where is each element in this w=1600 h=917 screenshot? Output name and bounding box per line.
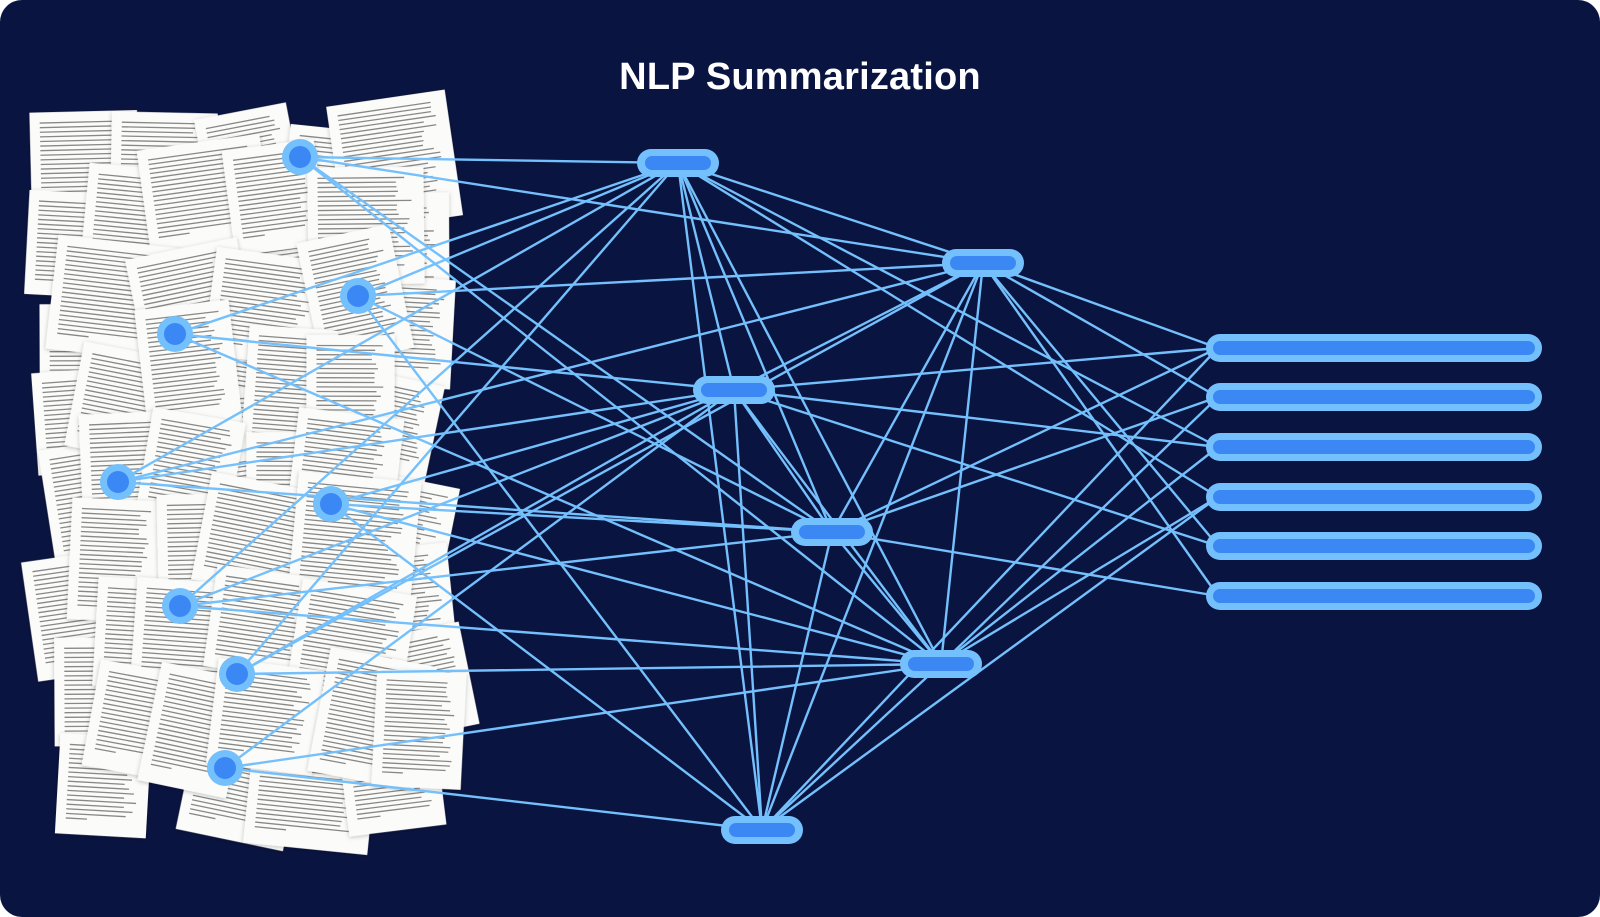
document-page — [206, 657, 325, 776]
input-node — [157, 316, 193, 352]
network-edge — [329, 502, 764, 832]
network-edge — [939, 445, 1220, 666]
network-edge — [760, 346, 1220, 832]
summary-output-bar — [1206, 483, 1542, 511]
network-edge — [732, 346, 1220, 392]
hidden-node — [693, 376, 775, 404]
input-node — [219, 656, 255, 692]
network-edge — [223, 766, 764, 832]
input-node — [207, 750, 243, 786]
network-edge — [329, 502, 943, 666]
network-edge — [830, 530, 1220, 598]
input-node — [340, 278, 376, 314]
network-edge — [173, 161, 680, 336]
summary-output-bar — [1206, 582, 1542, 610]
network-edge — [676, 161, 736, 392]
network-edge — [116, 161, 680, 484]
summary-output-bar — [1206, 383, 1542, 411]
network-edge — [298, 155, 985, 265]
summary-output-bar — [1206, 334, 1542, 362]
network-edge — [116, 388, 736, 484]
input-node — [313, 486, 349, 522]
network-edge — [760, 261, 985, 832]
network-edge — [732, 261, 985, 392]
network-edge — [732, 388, 764, 832]
network-edge — [235, 388, 736, 676]
input-node — [100, 464, 136, 500]
network-edge — [178, 388, 736, 608]
page-title: NLP Summarization — [619, 56, 981, 98]
hidden-node — [942, 249, 1024, 277]
network-edge — [939, 495, 1220, 666]
network-edge — [298, 155, 680, 165]
network-edge — [760, 495, 1220, 832]
network-edge — [760, 530, 834, 832]
network-edge — [356, 161, 680, 298]
hidden-node — [900, 650, 982, 678]
network-edge — [760, 662, 943, 832]
network-edge — [676, 161, 985, 265]
hidden-node — [637, 149, 719, 177]
network-edge — [830, 530, 943, 666]
network-edge — [116, 261, 985, 484]
network-edge — [939, 395, 1220, 666]
network-edge — [676, 161, 764, 832]
input-nodes — [100, 139, 376, 786]
network-edge — [178, 604, 943, 666]
network-edge — [676, 161, 1220, 499]
network-edge — [298, 155, 834, 534]
input-node — [282, 139, 318, 175]
network-edge — [732, 388, 1220, 548]
network-edge — [235, 261, 985, 676]
network-edge — [981, 261, 1220, 598]
document-page — [287, 471, 422, 609]
network-edge — [116, 480, 834, 534]
network-edge — [676, 161, 1220, 449]
network-edge — [235, 161, 680, 676]
network-edge — [981, 261, 1220, 399]
summary-output-bars — [1206, 334, 1542, 610]
summary-output-bar — [1206, 532, 1542, 560]
network-edge — [223, 662, 943, 770]
network-edge — [676, 161, 834, 534]
network-edge — [329, 502, 834, 534]
network-edges — [116, 155, 1220, 832]
document-page — [371, 668, 467, 790]
hidden-node — [721, 816, 803, 844]
network-edge — [830, 346, 1220, 534]
document-pile — [21, 89, 480, 856]
hidden-node — [791, 518, 873, 546]
summary-output-bar — [1206, 433, 1542, 461]
network-edge — [830, 261, 985, 534]
network-edge — [178, 161, 680, 608]
network-edge — [732, 388, 834, 534]
network-edge — [830, 395, 1220, 534]
network-edge — [178, 530, 834, 608]
network-edge — [356, 294, 834, 534]
network-edge — [329, 388, 736, 506]
network-edge — [732, 388, 1220, 449]
network-edge — [981, 261, 1220, 350]
input-node — [162, 588, 198, 624]
network-edge — [223, 388, 736, 770]
hidden-nodes — [637, 149, 1024, 844]
network-edge — [298, 155, 943, 666]
